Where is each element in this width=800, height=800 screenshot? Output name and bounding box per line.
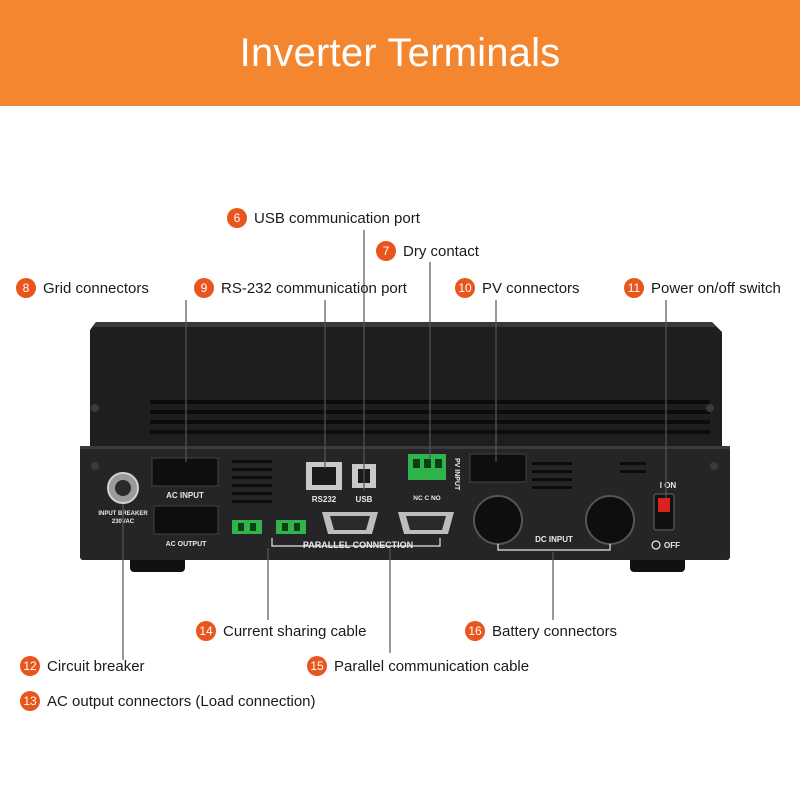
dc-input-bracket <box>497 544 611 551</box>
callout-badge: 13 <box>20 691 40 711</box>
battery-connector-right <box>585 495 635 545</box>
callout-parallel-cable: 15 Parallel communication cable <box>307 654 529 678</box>
side-vent-right <box>532 462 646 489</box>
callout-badge: 14 <box>196 621 216 641</box>
dry-contact-label: NC C NO <box>413 495 440 502</box>
device-top-highlight <box>92 322 716 327</box>
callout-badge: 16 <box>465 621 485 641</box>
callout-pv-connectors: 10 PV connectors <box>455 276 580 300</box>
ac-input-label: AC INPUT <box>166 491 204 500</box>
switch-on-label: I ON <box>660 481 677 490</box>
current-sharing-terminal-left <box>232 520 262 534</box>
callout-ac-output: 13 AC output connectors (Load connection… <box>20 689 316 713</box>
callout-label: AC output connectors (Load connection) <box>47 692 316 710</box>
power-symbol-icon <box>651 540 661 550</box>
pv-connector-block <box>469 453 527 483</box>
battery-connector-left <box>473 495 523 545</box>
leader-lines <box>122 230 667 660</box>
side-vent-left <box>232 460 272 503</box>
callout-rs232-port: 9 RS-232 communication port <box>194 276 407 300</box>
switch-off-label: OFF <box>664 541 680 550</box>
callout-label: Grid connectors <box>43 279 149 297</box>
callout-badge: 9 <box>194 278 214 298</box>
callout-label: Circuit breaker <box>47 657 145 675</box>
parallel-connection-label: PARALLEL CONNECTION <box>303 540 413 550</box>
callout-label: Battery connectors <box>492 622 618 640</box>
callout-grid-connectors: 8 Grid connectors <box>16 276 149 300</box>
current-sharing-screws <box>238 523 300 531</box>
screw-left <box>91 462 99 470</box>
callout-label: RS-232 communication port <box>221 279 407 297</box>
callout-label: Dry contact <box>403 242 479 260</box>
callout-badge: 10 <box>455 278 475 298</box>
callout-usb-port: 6 USB communication port <box>227 206 420 230</box>
callout-current-sharing: 14 Current sharing cable <box>196 619 366 643</box>
pv-input-label: PV INPUT <box>453 458 460 491</box>
callout-circuit-breaker: 12 Circuit breaker <box>20 654 145 678</box>
screw-right <box>710 462 718 470</box>
parallel-port-left-socket <box>330 516 370 530</box>
page-title: Inverter Terminals <box>239 30 561 75</box>
dry-contact-screws <box>413 459 442 468</box>
callout-badge: 6 <box>227 208 247 228</box>
title-banner: Inverter Terminals <box>0 0 800 106</box>
power-switch-rocker <box>658 498 670 512</box>
callout-label: USB communication port <box>254 209 420 227</box>
callout-badge: 8 <box>16 278 36 298</box>
parallel-port-right-socket <box>406 516 446 530</box>
grid-connector-block <box>151 457 219 487</box>
device-front-edge <box>80 446 730 449</box>
rs232-port-socket <box>312 467 336 485</box>
usb-label: USB <box>356 495 373 504</box>
device-top-cover <box>90 322 722 448</box>
circuit-breaker-button <box>115 480 131 496</box>
dc-input-label: DC INPUT <box>535 535 573 544</box>
rs232-label: RS232 <box>312 495 337 504</box>
callout-power-switch: 11 Power on/off switch <box>624 276 781 300</box>
screw-top-left <box>91 404 99 412</box>
callout-badge: 15 <box>307 656 327 676</box>
callout-dry-contact: 7 Dry contact <box>376 239 479 263</box>
callout-label: Current sharing cable <box>223 622 367 640</box>
ac-output-connector-block <box>153 505 219 535</box>
callout-label: Parallel communication cable <box>334 657 530 675</box>
parallel-bracket <box>271 538 441 547</box>
callout-battery-connectors: 16 Battery connectors <box>465 619 617 643</box>
screw-top-right <box>706 404 714 412</box>
callout-label: Power on/off switch <box>651 279 781 297</box>
callout-badge: 12 <box>20 656 40 676</box>
ac-output-label: AC OUTPUT <box>166 541 208 548</box>
callout-badge: 7 <box>376 241 396 261</box>
callout-badge: 11 <box>624 278 644 298</box>
current-sharing-terminal-right <box>276 520 306 534</box>
callout-label: PV connectors <box>482 279 580 297</box>
